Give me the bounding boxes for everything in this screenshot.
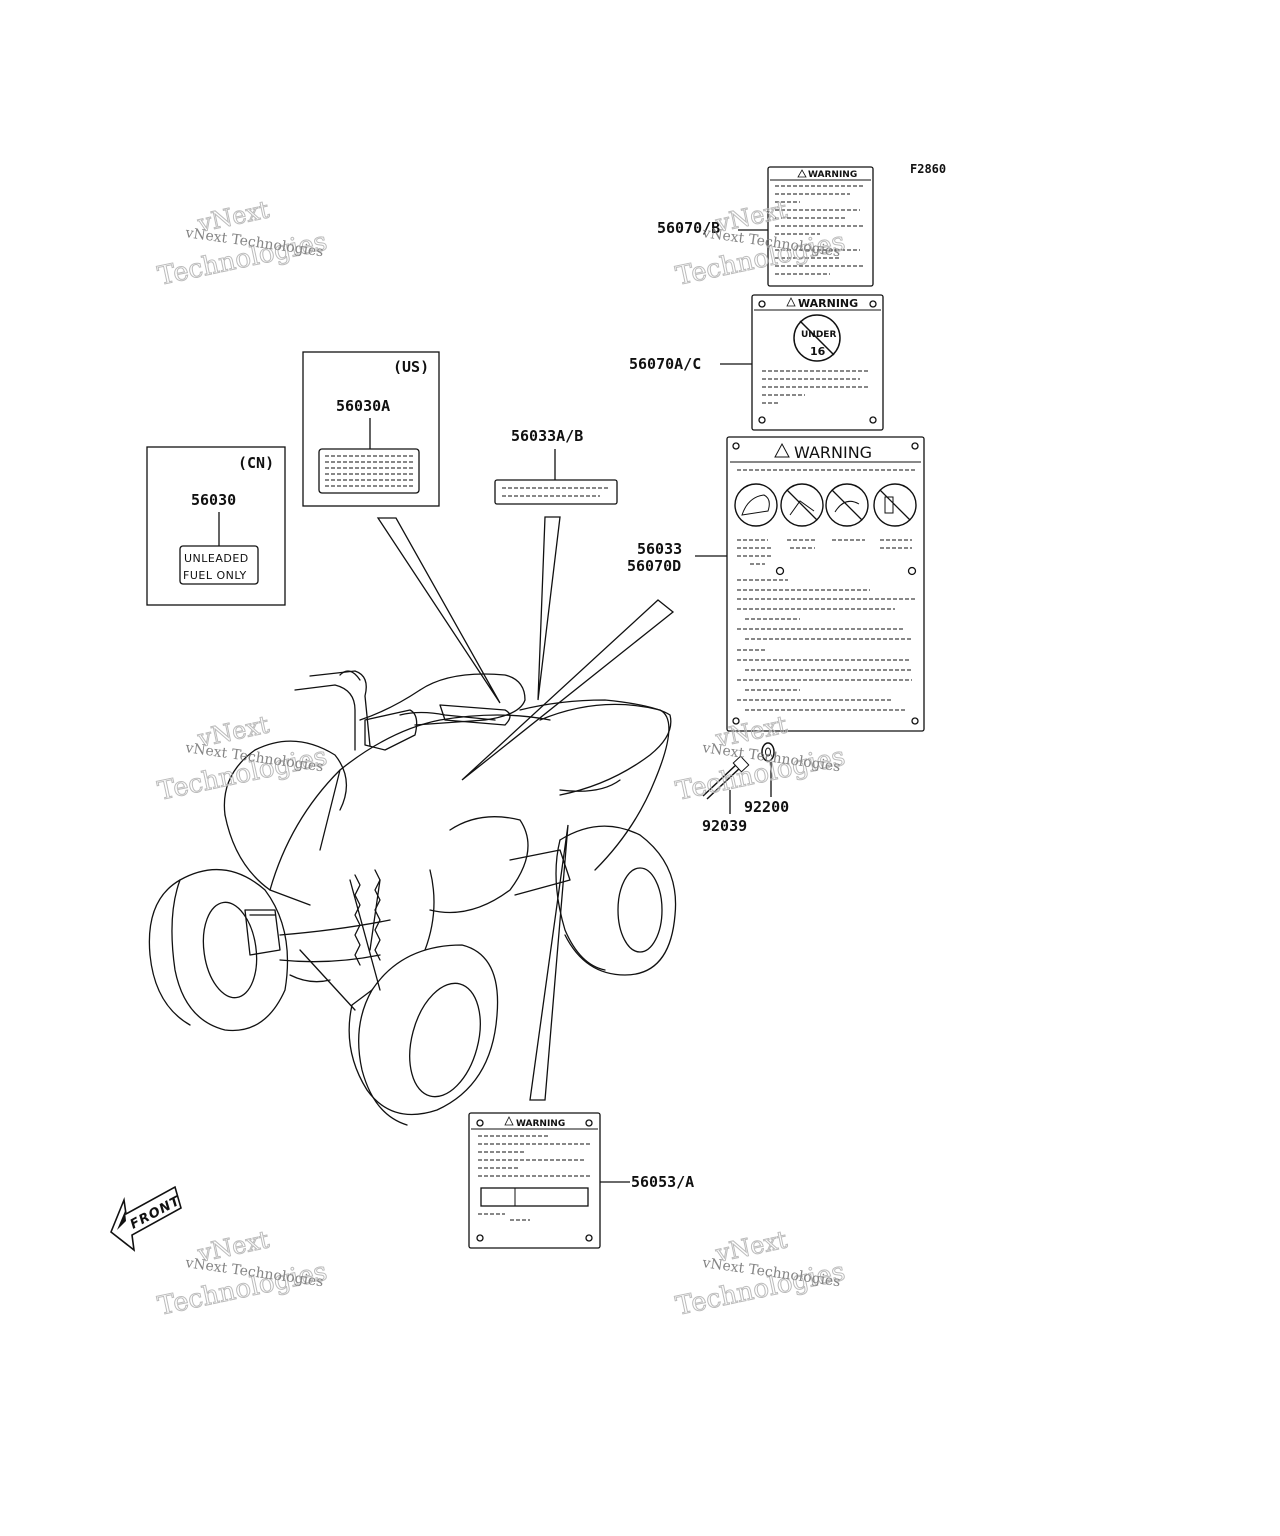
part-56033a-b: 56033A/B — [511, 427, 583, 445]
part-56070d: 56070D — [627, 557, 681, 575]
under-16-icon: UNDER 16 — [793, 314, 841, 362]
unleaded-text: UNLEADED — [184, 552, 249, 565]
front-direction-arrow: FRONT — [110, 1185, 183, 1252]
figure-code: F2860 — [910, 162, 946, 176]
text-lines-56033 — [737, 539, 917, 711]
label-56070a-c: WARNING UNDER 16 — [751, 294, 884, 431]
no-stunt-icon — [825, 483, 869, 527]
us-box: (US) 56030A — [302, 351, 440, 507]
warning-triangle-icon — [797, 169, 807, 178]
text-lines-56053 — [478, 1135, 590, 1221]
part-92039: 92039 — [702, 817, 747, 835]
warning-header-56033: WARNING — [794, 443, 872, 462]
warning-triangle-icon — [786, 297, 796, 307]
unleaded-fuel-sticker — [179, 545, 259, 585]
label-56053-a: WARNING — [468, 1112, 601, 1249]
text-lines-56070b — [775, 185, 865, 275]
cn-box: (CN) 56030 UNLEADED FUEL ONLY — [146, 446, 286, 606]
watermark-mid-left: vNext Technologies vNext Technologies — [155, 710, 331, 807]
warning-header-56053: WARNING — [516, 1119, 565, 1129]
text-lines-56070ac — [762, 370, 870, 404]
warning-triangle-icon — [774, 442, 790, 458]
no-paved-road-icon — [780, 483, 824, 527]
bolt-and-washer — [702, 742, 775, 800]
label-56070-b: WARNING — [767, 166, 874, 287]
part-56070a-c: 56070A/C — [629, 355, 701, 373]
leader-wedge-56033 — [461, 599, 675, 781]
watermark-top-left: vNext Technologies vNext Technologies — [155, 195, 331, 292]
region-us: (US) — [393, 358, 429, 376]
washer-92200 — [761, 742, 775, 762]
watermark-bottom-left: vNext Technologies vNext Technologies — [155, 1225, 331, 1322]
label-56033a-b — [494, 479, 618, 505]
fuel-only-text: FUEL ONLY — [183, 569, 247, 582]
watermark-mid-right: vNext Technologies vNext Technologies — [673, 710, 849, 807]
under-text: UNDER — [801, 330, 836, 340]
atv-illustration — [148, 670, 677, 1126]
leader-wedge-56030a — [376, 517, 501, 704]
warning-header-56070b: WARNING — [808, 170, 857, 180]
part-56030a: 56030A — [336, 397, 390, 415]
part-56030: 56030 — [191, 491, 236, 509]
part-56070-b: 56070/B — [657, 219, 720, 237]
leader-wedge-56053 — [529, 824, 569, 1101]
warning-triangle-icon — [504, 1116, 514, 1126]
watermark-bottom-right: vNext Technologies vNext Technologies — [673, 1225, 849, 1322]
fuel-sticker-us — [318, 448, 420, 494]
part-92200: 92200 — [744, 798, 789, 816]
prohibition-pictograms — [734, 483, 917, 527]
part-56053-a: 56053/A — [631, 1173, 694, 1191]
label-56033-56070d: WARNING — [726, 436, 925, 732]
part-56033: 56033 — [637, 540, 682, 558]
watermark-top-right: vNext Technologies vNext Technologies — [673, 195, 849, 292]
warning-header-56070ac: WARNING — [798, 297, 858, 310]
no-passenger-icon — [734, 483, 778, 527]
leader-wedge-56033ab — [537, 516, 561, 701]
no-alcohol-icon — [873, 483, 917, 527]
text-lines-56030a — [325, 455, 413, 487]
region-cn: (CN) — [238, 454, 274, 472]
under-age: 16 — [810, 345, 826, 358]
bolt-92039 — [702, 762, 739, 797]
